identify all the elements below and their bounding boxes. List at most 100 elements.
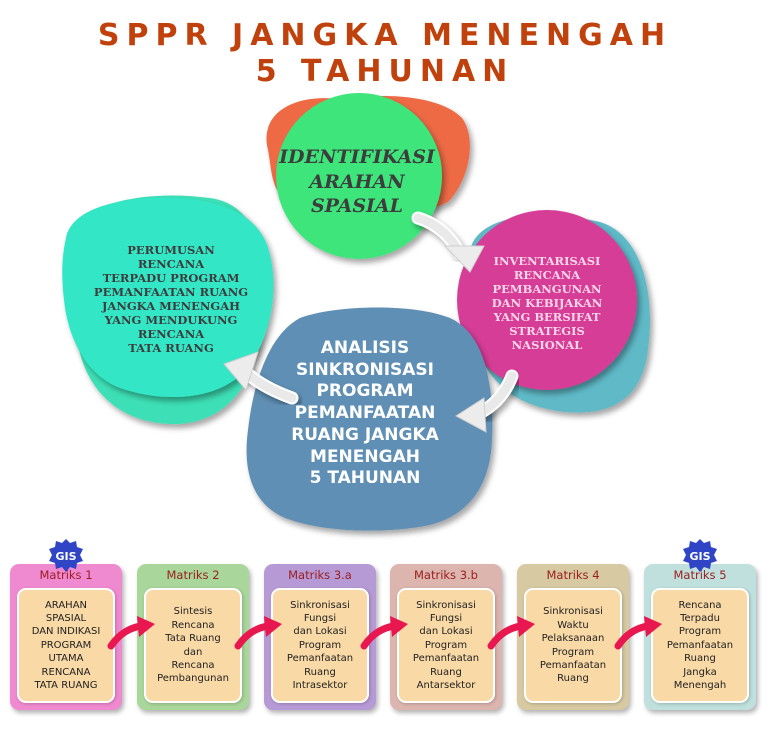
perumusan-line: RENCANA (137, 327, 205, 342)
matriks-1-line: PROGRAM (40, 639, 92, 651)
matriks-3b-body: Sinkronisasi Fungsi dan Lokasi Program P… (397, 588, 495, 703)
matriks-2-card: Matriks 2 Sintesis Rencana Tata Ruang da… (137, 564, 249, 710)
matriks-3a-line: dan Lokasi (293, 626, 347, 638)
cycle-arrow-right-center (455, 369, 519, 433)
center-blob (246, 307, 493, 531)
inventarisasi-line: PEMBANGUNAN (492, 281, 602, 296)
perumusan-line: JANGKA MENENGAH (101, 299, 241, 313)
perumusan-line: RENCANA (137, 256, 205, 271)
inventarisasi-line: DAN KEBIJAKAN (491, 295, 603, 310)
gis-badge-label: GIS (689, 549, 711, 563)
perumusan-label: PERUMUSAN RENCANA TERPADU PROGRAM PEMANF… (78, 224, 264, 374)
matriks-2-body: Sintesis Rencana Tata Ruang dan Rencana … (144, 588, 242, 703)
analisis-line: SINKRONISASI (295, 359, 435, 380)
identifikasi-line: IDENTIFIKASI (279, 145, 435, 168)
matriks-3a-line: Sinkronisasi (290, 599, 350, 611)
identifikasi-line: SPASIAL (310, 195, 404, 218)
analisis-line: PROGRAM (316, 381, 414, 402)
analisis-label: ANALISIS SINKRONISASI PROGRAM PEMANFAATA… (258, 330, 472, 498)
matriks-5-line: Pemanfaatan (666, 639, 734, 651)
matriks-2-line: Rencana (171, 659, 215, 671)
matriks-4-label: Matriks 4 (546, 568, 600, 582)
matriks-1-line: RENCANA (41, 666, 91, 678)
cycle-arrow-center-left (223, 351, 299, 405)
matriks-5-line: Menengah (673, 679, 727, 691)
matriks-5-line: Program (678, 626, 722, 638)
matriks-3a-label: Matriks 3.a (288, 568, 352, 582)
matriks-5-line: Ruang (684, 653, 716, 665)
matriks-3a-line: Program (298, 639, 342, 651)
matriks-3b-line: Pemanfaatan (412, 653, 480, 665)
inventarisasi-line: INVENTARISASI (493, 253, 601, 268)
matriks-3a-line: Fungsi (303, 613, 337, 625)
matriks-5-card: Matriks 5 Rencana Terpadu Program Pemanf… (644, 564, 756, 710)
inventarisasi-label: INVENTARISASI RENCANA PEMBANGUNAN DAN KE… (462, 232, 632, 374)
matriks-5-body: Rencana Terpadu Program Pemanfaatan Ruan… (651, 588, 749, 703)
matriks-2-label: Matriks 2 (166, 568, 220, 582)
cycle-diagram (62, 93, 650, 531)
flow-arrow-icon (107, 616, 155, 650)
matriks-4-line: Pelaksanaan (541, 633, 605, 645)
right-circle (457, 210, 637, 390)
matriks-3b-line: Antarsektor (416, 679, 476, 691)
top-circle (276, 93, 442, 259)
gis-badge-label: GIS (55, 549, 77, 563)
inventarisasi-line: RENCANA (513, 267, 581, 282)
matriks-1-card: Matriks 1 ARAHAN SPASIAL DAN INDIKASI PR… (10, 564, 122, 710)
left-blob (62, 197, 274, 398)
title-line-2: 5 TAHUNAN (255, 54, 515, 89)
perumusan-line: TERPADU PROGRAM (102, 270, 240, 285)
perumusan-line: PEMANFAATAN RUANG (93, 284, 249, 299)
inventarisasi-line: YANG BERSIFAT (493, 310, 601, 324)
matriks-5-line: Jangka (683, 666, 717, 678)
perumusan-line: PERUMUSAN (127, 242, 215, 257)
matriks-3a-line: Ruang (304, 666, 336, 678)
matriks-4-line: Program (551, 646, 595, 658)
matriks-4-line: Pemanfaatan (539, 659, 607, 671)
matriks-1-line: UTAMA (48, 653, 84, 665)
matriks-1-line: ARAHAN (44, 599, 88, 611)
matriks-5-line: Rencana (678, 599, 722, 611)
matriks-3b-card: Matriks 3.b Sinkronisasi Fungsi dan Loka… (390, 564, 502, 710)
analisis-line: PEMANFAATAN (294, 403, 436, 424)
matriks-3b-line: dan Lokasi (419, 626, 473, 638)
matriks-2-line: Tata Ruang (165, 633, 221, 645)
matriks-3a-line: Pemanfaatan (286, 653, 354, 665)
flow-arrow-icon (360, 616, 408, 650)
analisis-line: RUANG JANGKA (291, 424, 439, 445)
matriks-4-body: Sinkronisasi Waktu Pelaksanaan Program P… (524, 588, 622, 703)
gis-badge-icon: GIS (47, 537, 85, 575)
flow-arrow-icon (614, 616, 662, 650)
matriks-4-line: Ruang (557, 673, 589, 685)
matriks-3b-line: Program (424, 639, 468, 651)
matriks-4-line: Sinkronisasi (543, 606, 603, 618)
matriks-4-line: Waktu (557, 619, 589, 631)
matriks-3b-line: Ruang (430, 666, 462, 678)
matriks-3b-line: Sinkronisasi (416, 599, 476, 611)
matriks-1-line: DAN INDIKASI (31, 626, 101, 638)
cycle-arrow-top-right (411, 211, 485, 273)
matriks-3a-line: Intrasektor (292, 679, 348, 691)
analisis-line: 5 TAHUNAN (309, 468, 421, 489)
matriks-2-line: Sintesis (173, 606, 213, 618)
analisis-line: MENENGAH (310, 446, 420, 467)
analisis-line: ANALISIS (320, 337, 410, 358)
matriks-5-label: Matriks 5 (673, 568, 727, 582)
perumusan-line: YANG MENDUKUNG (104, 313, 238, 328)
matriks-1-line: SPASIAL (45, 613, 87, 625)
matriks-2-line: Pembangunan (157, 673, 229, 685)
identifikasi-line: ARAHAN (309, 170, 405, 193)
matriks-1-label: Matriks 1 (39, 568, 93, 582)
perumusan-line: TATA RUANG (128, 341, 214, 356)
matriks-1-line: TATA RUANG (34, 679, 98, 691)
inventarisasi-line: NASIONAL (511, 338, 583, 353)
matriks-1-body: ARAHAN SPASIAL DAN INDIKASI PROGRAM UTAM… (17, 588, 115, 703)
matriks-3b-label: Matriks 3.b (414, 568, 478, 582)
inventarisasi-line: STRATEGIS (509, 324, 585, 339)
flow-arrow-icon (487, 616, 535, 650)
title-line-1: SPPR JANGKA MENENGAH (97, 18, 673, 53)
matriks-5-line: Terpadu (680, 613, 720, 625)
matriks-3b-line: Fungsi (429, 613, 463, 625)
matriks-2-line: dan (183, 646, 203, 658)
flow-arrow-icon (234, 616, 282, 650)
